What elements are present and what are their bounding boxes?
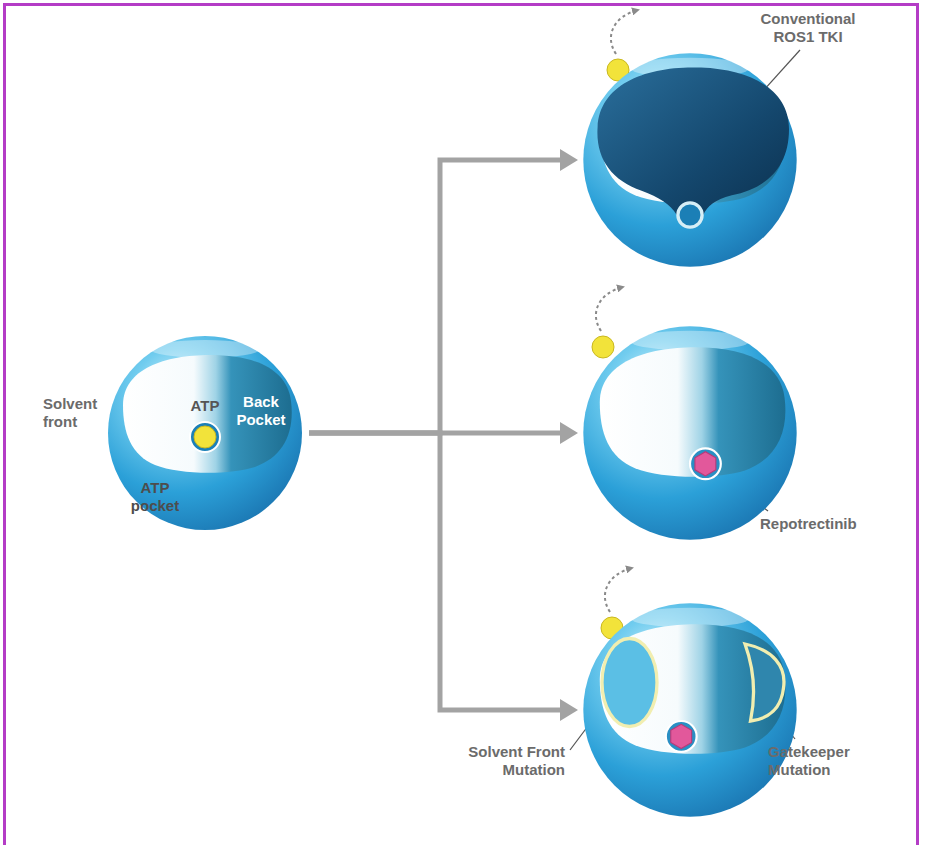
atp-label: ATP (165, 397, 245, 415)
dashed-arrow (596, 287, 623, 331)
arrow-head (560, 699, 578, 721)
sphere-illustration (580, 50, 800, 270)
dashed-arrow (605, 568, 632, 612)
sphere-illustration (580, 600, 800, 820)
sphere-body (108, 336, 302, 530)
sphere-node: Solvent frontATPBack PocketATP pocket (105, 333, 305, 533)
branch-arrow (309, 149, 578, 433)
callout-label: Gatekeeper Mutation (768, 743, 863, 779)
sphere-body (583, 326, 796, 539)
sphere-illustration (580, 323, 800, 543)
connector-line (309, 433, 561, 710)
pocket-opening (600, 624, 786, 754)
dashed-arrow (611, 10, 638, 54)
arrow-head (560, 422, 578, 444)
tki-blob (597, 67, 789, 221)
arrow-head (560, 149, 578, 171)
repotrectinib-hexagon (671, 724, 692, 748)
sphere-node: Repotrectinib (580, 323, 800, 543)
callout-label: Repotrectinib (760, 515, 870, 533)
sphere-node: Solvent Front MutationGatekeeper Mutatio… (580, 600, 800, 820)
solvent-front-bulge (602, 639, 657, 727)
region-label: ATP pocket (127, 479, 183, 515)
region-label: Back Pocket (230, 393, 292, 429)
sphere-body (583, 53, 796, 266)
pocket-opening (123, 355, 292, 473)
atp-pocket (190, 422, 220, 452)
branch-arrow (309, 433, 578, 721)
connector-line (309, 160, 561, 433)
atp-pocket (666, 721, 697, 752)
gatekeeper-bulge (745, 644, 784, 721)
atp-dot (592, 336, 614, 358)
callout-label: Conventional ROS1 TKI (748, 10, 868, 46)
atp-dot (194, 426, 216, 448)
sphere-node: Conventional ROS1 TKI (580, 50, 800, 270)
atp-pocket (678, 203, 702, 227)
callout-label: Solvent Front Mutation (465, 743, 565, 779)
atp-pocket (690, 448, 721, 479)
repotrectinib-hexagon (695, 452, 716, 476)
sphere-body (583, 603, 796, 816)
region-label: Solvent front (43, 395, 103, 431)
